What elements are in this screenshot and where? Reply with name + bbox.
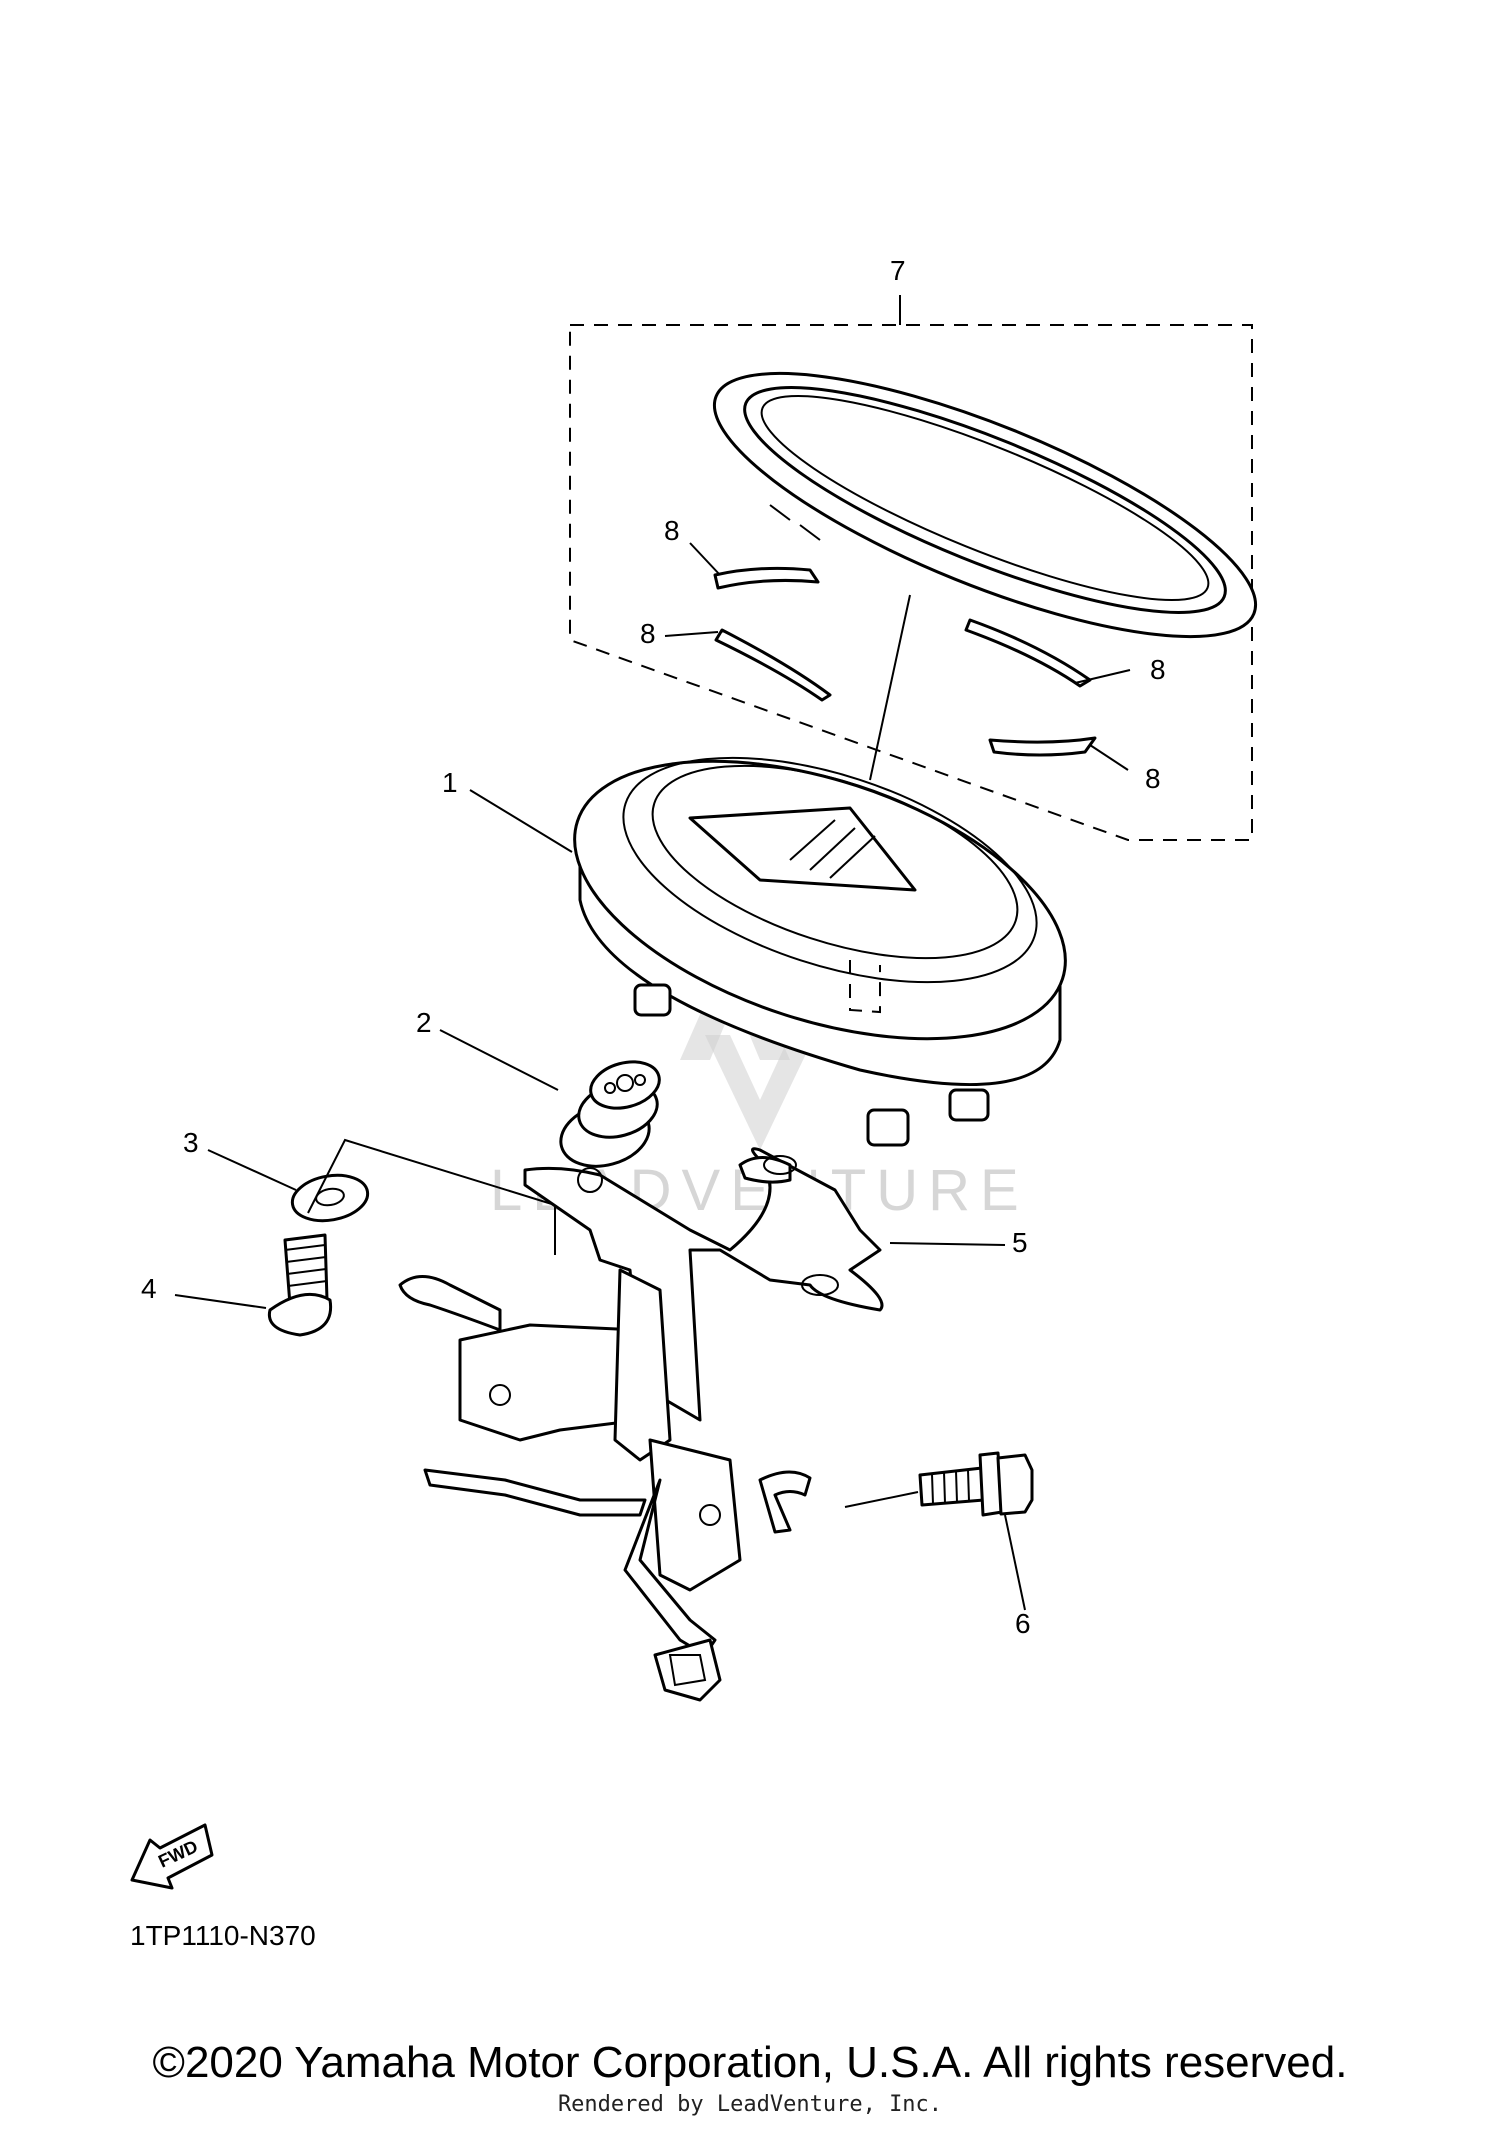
kit-boundary xyxy=(569,324,1253,841)
callout-1: 1 xyxy=(442,767,458,798)
callout-4: 4 xyxy=(141,1273,157,1304)
rubber-grommet xyxy=(559,1060,661,1168)
callout-8-upper-left: 8 xyxy=(664,515,680,546)
meter-bracket xyxy=(398,1147,884,1702)
lens-sticker-4 xyxy=(988,736,1097,757)
callout-8-upper-right: 8 xyxy=(1150,654,1166,685)
callout-2: 2 xyxy=(416,1007,432,1038)
callout-8-lower-left: 8 xyxy=(640,618,656,649)
callout-8-lower-right: 8 xyxy=(1145,763,1161,794)
callout-7: 7 xyxy=(890,255,906,286)
rendered-by-credit: Rendered by LeadVenture, Inc. xyxy=(557,2092,943,2117)
diagram-code: 1TP1110-N370 xyxy=(130,1920,316,1951)
flange-bolt xyxy=(918,1451,1034,1517)
callout-3: 3 xyxy=(183,1127,199,1158)
lens-sticker-3 xyxy=(964,618,1092,688)
leader-lines xyxy=(174,542,1131,1611)
meter-assembly xyxy=(573,756,1067,1147)
copyright-notice: ©2020 Yamaha Motor Corporation, U.S.A. A… xyxy=(152,2038,1348,2087)
lens-sticker-1 xyxy=(713,566,820,590)
lens-sticker-2 xyxy=(714,628,832,702)
callout-6: 6 xyxy=(1015,1608,1031,1639)
button-head-screw xyxy=(267,1233,333,1337)
fwd-arrow-icon: FWD xyxy=(130,1823,214,1890)
meter-bezel-ring xyxy=(712,371,1258,639)
washer xyxy=(290,1173,370,1223)
callout-5: 5 xyxy=(1012,1227,1028,1258)
